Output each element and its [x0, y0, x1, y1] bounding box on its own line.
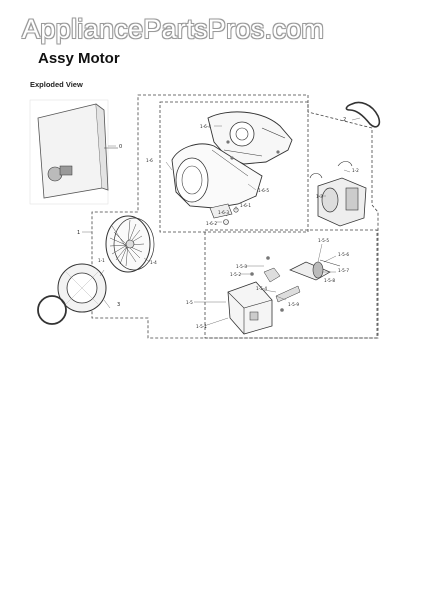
housing-screws [226, 140, 280, 160]
drive-belt [345, 101, 381, 128]
callout-1-5-4: 1-5-4 [256, 286, 267, 291]
callout-1-5-9: 1-5-9 [288, 302, 299, 307]
callout-1-5-3: 1-5-3 [236, 264, 247, 269]
site-watermark: AppliancePartsPros.com [22, 14, 325, 44]
motor-bracket-boundary [204, 229, 378, 339]
housing-mount-hardware [209, 203, 239, 225]
page-title: Assy Motor [38, 50, 120, 67]
callout-1-3: 1-3 [316, 194, 323, 199]
idler-pulley-assy [250, 256, 341, 312]
callout-1-6: 1-6 [146, 158, 153, 163]
callout-0: 0 [119, 144, 122, 150]
callout-1-4: 1-4 [150, 260, 157, 265]
callout-1-6-4: 1-6-4 [200, 124, 211, 129]
gasket [37, 295, 67, 325]
exploded-view-label: Exploded View [30, 80, 83, 89]
callout-1-5: 1-5 [186, 300, 193, 305]
blower-seal-ring [57, 263, 107, 313]
assembly-boundaries [91, 94, 379, 339]
callout-1-5-2: 1-5-2 [230, 272, 241, 277]
callout-3: 3 [117, 302, 120, 308]
blower-wheel [105, 215, 155, 273]
callout-2: 2 [343, 117, 346, 123]
motor-bracket [227, 281, 273, 335]
fan-housing-boundary [159, 101, 309, 233]
callout-1-6-5: 1-6-5 [258, 188, 269, 193]
callout-1-5-8: 1-5-8 [324, 278, 335, 283]
callout-1-5-1: 1-5-1 [196, 324, 207, 329]
callout-1-5-5: 1-5-5 [318, 238, 329, 243]
callout-1: 1 [77, 230, 80, 236]
fan-housing-cover [207, 111, 293, 165]
leader-lines [82, 117, 361, 327]
callout-1-6-1: 1-6-1 [240, 203, 251, 208]
fan-housing [171, 143, 263, 209]
callout-1-5-7: 1-5-7 [338, 268, 349, 273]
callout-1-6-3: 1-6-3 [218, 210, 229, 215]
callout-1-5-6: 1-5-6 [338, 252, 349, 257]
callout-1-1: 1-1 [98, 258, 105, 263]
callout-1-2: 1-2 [352, 168, 359, 173]
dryer-cabinet-illustration [29, 99, 118, 205]
callout-labels: 0 1 1-1 1-4 1-6 1-6-4 1-6-5 1-6-1 1-6-2 … [77, 117, 359, 329]
drive-motor [309, 161, 367, 227]
callout-1-6-2: 1-6-2 [206, 221, 217, 226]
